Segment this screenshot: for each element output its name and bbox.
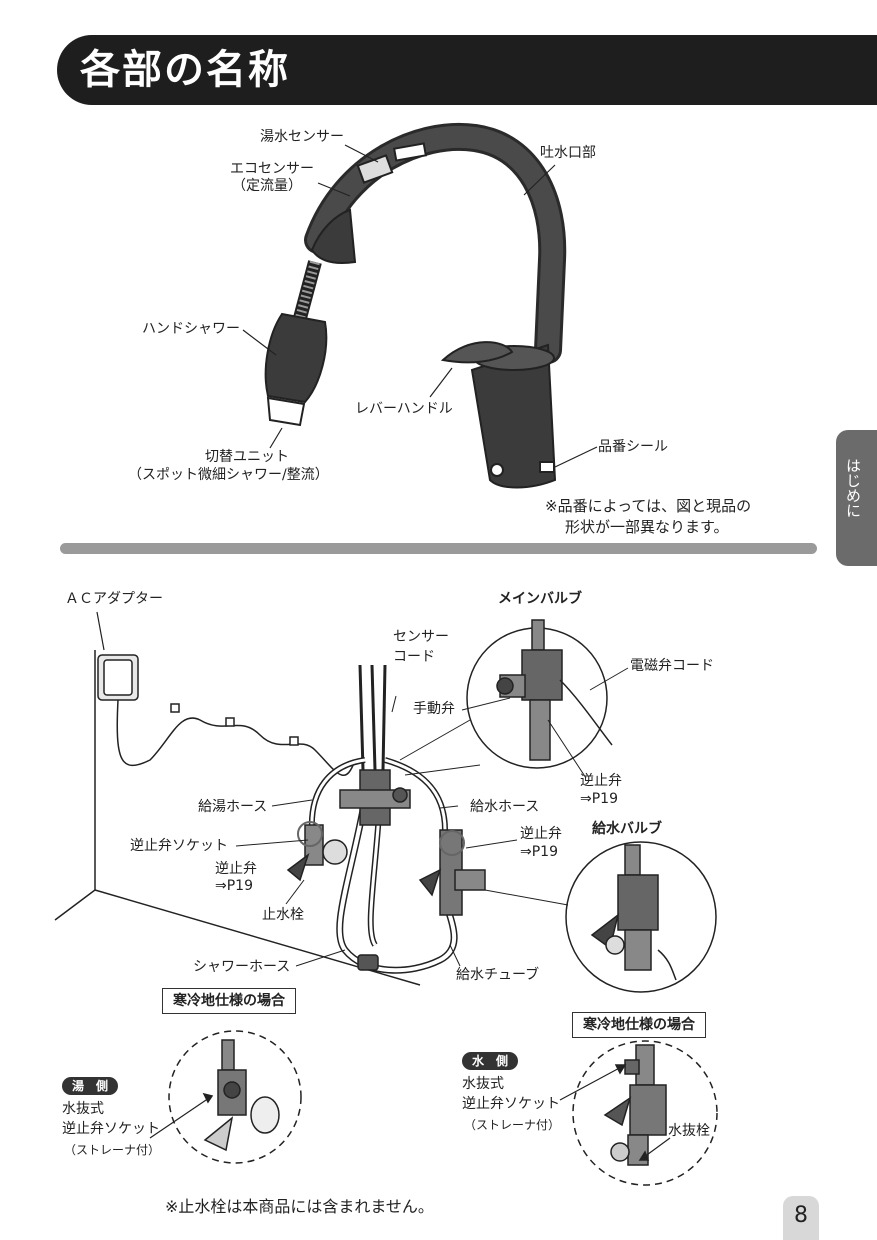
right-check-socket: 逆止弁ソケット (462, 1096, 560, 1112)
label-drain-plug: 水抜栓 (668, 1123, 710, 1139)
label-check-valve-c: 逆止弁 (215, 861, 257, 877)
cold-region-box-right: 寒冷地仕様の場合 (572, 1012, 706, 1038)
right-strainer: （ストレーナ付） (464, 1118, 561, 1132)
label-eco-sensor: エコセンサー (230, 161, 314, 177)
label-shower-hose: シャワーホース (193, 959, 291, 975)
label-switch-unit-sub: （スポット微細シャワー/整流） (128, 467, 329, 483)
note-line-2: 形状が一部異なります。 (565, 518, 729, 536)
section-tab-label: はじめに (844, 458, 862, 518)
left-drain-type: 水抜式 (62, 1101, 104, 1117)
cold-region-box-left: 寒冷地仕様の場合 (162, 988, 296, 1014)
label-main-valve: メインバルブ (498, 591, 582, 607)
label-sensor-cord-2: コード (393, 649, 435, 665)
right-drain-type: 水抜式 (462, 1076, 504, 1092)
label-check-valve-c-ref: ⇒P19 (215, 878, 253, 894)
label-cold-hose: 給水ホース (470, 799, 540, 815)
label-lever-handle: レバーハンドル (355, 401, 453, 417)
label-switch-unit: 切替ユニット (205, 449, 289, 465)
page-number: 8 (783, 1196, 819, 1240)
cold-side-pill: 水 側 (462, 1052, 519, 1070)
hot-side-pill: 湯 側 (62, 1077, 119, 1095)
label-check-valve-b: 逆止弁 (520, 826, 562, 842)
title-bar (57, 35, 877, 105)
label-part-no-seal: 品番シール (598, 439, 668, 455)
left-check-socket: 逆止弁ソケット (62, 1121, 160, 1137)
note-line-1: ※品番によっては、図と現品の (545, 497, 752, 515)
label-hot-hose: 給湯ホース (198, 799, 268, 815)
label-check-valve-a: 逆止弁 (580, 773, 622, 789)
label-supply-tube: 給水チューブ (456, 967, 540, 983)
bottom-note: ※止水栓は本商品には含まれません。 (165, 1197, 434, 1216)
label-solenoid-cord: 電磁弁コード (630, 658, 714, 674)
label-hot-sensor: 湯水センサー (260, 129, 344, 145)
page-title: 各部の名称 (80, 47, 290, 93)
label-supply-valve: 給水バルブ (592, 821, 662, 837)
label-check-valve-b-ref: ⇒P19 (520, 844, 558, 860)
label-check-socket: 逆止弁ソケット (130, 838, 228, 854)
faucet-illustration (242, 122, 598, 489)
left-strainer: （ストレーナ付） (64, 1143, 161, 1157)
section-divider (60, 543, 817, 554)
label-manual-valve: 手動弁 (413, 701, 455, 717)
label-ac-adapter: ＡＣアダプター (65, 591, 163, 607)
label-spout: 吐水口部 (540, 145, 596, 161)
label-check-valve-a-ref: ⇒P19 (580, 791, 618, 807)
section-tab[interactable] (836, 430, 877, 566)
piping-illustration (54, 611, 717, 993)
cold-region-illustration (149, 1030, 718, 1186)
label-eco-sensor-sub: （定流量） (232, 178, 302, 194)
label-hand-shower: ハンドシャワー (142, 321, 240, 337)
label-stop-valve: 止水栓 (262, 907, 304, 923)
label-sensor-cord-1: センサー (393, 629, 449, 645)
